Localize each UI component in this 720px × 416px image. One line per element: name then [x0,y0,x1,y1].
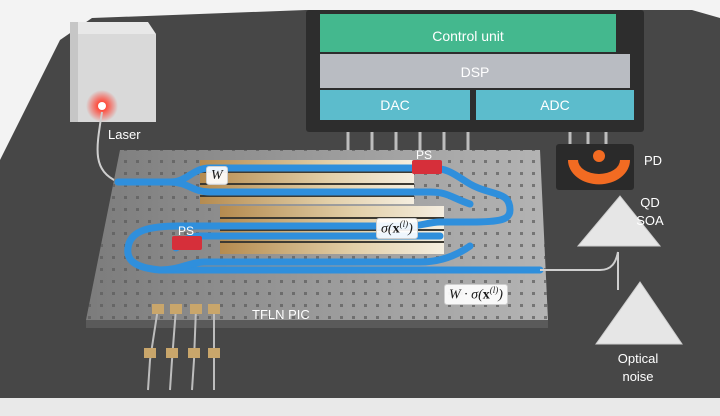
laser-label: Laser [108,127,141,142]
product-symbol: W · σ(x(l)) [444,284,508,306]
laser-aperture [98,102,106,110]
adc-block [476,90,634,120]
activation-var: x [392,221,400,237]
activation-prefix: σ( [381,221,393,237]
product-suffix: ) [498,287,503,303]
laser-box-face [70,22,78,122]
activation-suffix: ) [408,221,413,237]
noise-label: noise [622,369,654,384]
adc-label: ADC [540,97,570,113]
triangle-noise-icon [595,281,683,345]
activation-sup: (l) [399,219,409,229]
pd-label: PD [644,153,663,168]
activation-symbol: σ(x(l)) [376,218,418,240]
dac-wires [147,307,215,391]
product-sup: (l) [489,285,499,295]
optical-label: Optical [617,351,659,366]
weight-electrode-gaps [200,171,414,197]
pd-core [593,150,605,162]
laser-fiber [96,111,119,183]
tfln-pic-label: TFLN PIC [252,307,310,322]
ps-bottom-label: PS [178,224,195,238]
weight-symbol: W [206,166,228,186]
board-front-edge [0,398,720,416]
laser-box-top [70,22,156,34]
ps-top-label: PS [416,148,433,162]
bond-pads [144,304,220,358]
product-prefix: W · σ( [449,287,483,303]
tfln-chip-edge [86,320,548,328]
dac-label: DAC [380,97,410,113]
dsp-block [320,54,630,88]
control-unit-label: Control unit [432,28,504,44]
weight-text: W [211,168,223,183]
dsp-label: DSP [460,64,490,80]
qd-label: QD [640,195,660,210]
phase-shifter-bottom [172,236,202,250]
soa-label: SOA [636,213,664,228]
product-var: x [482,287,490,303]
phase-shifter-top [412,160,442,174]
photodetector-icon [568,160,630,185]
control-unit-block [320,14,616,52]
triangle-amplifier-icon [576,195,662,247]
dac-block [320,90,470,120]
